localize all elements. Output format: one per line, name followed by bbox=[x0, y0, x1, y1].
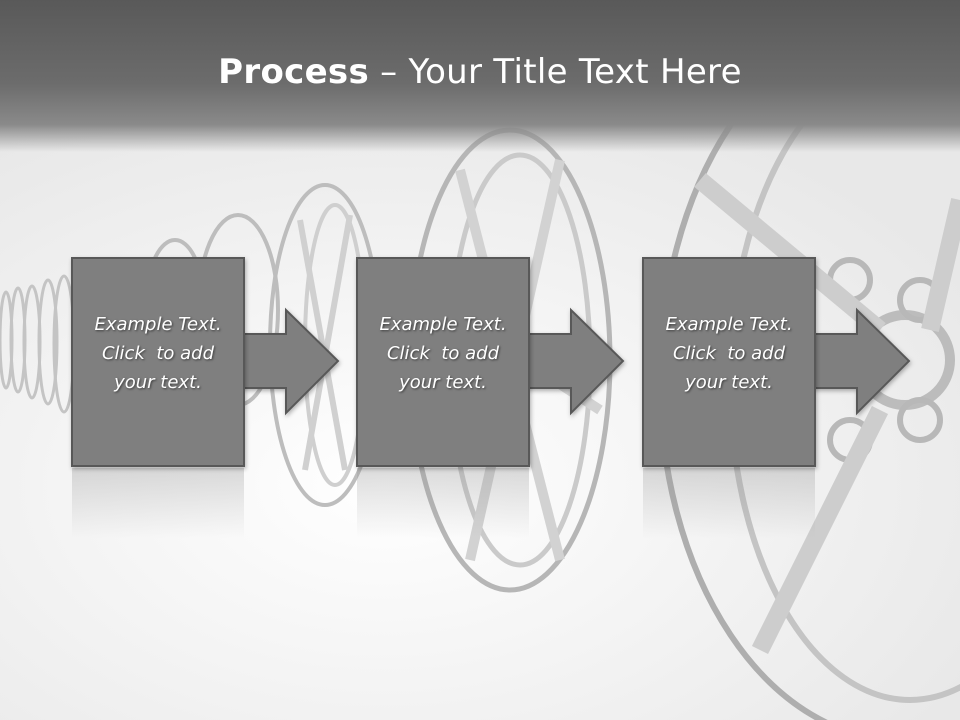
step-1-reflection bbox=[72, 468, 244, 538]
step-1-box[interactable] bbox=[71, 257, 245, 467]
step-2-line-3: your text. bbox=[399, 372, 487, 393]
arrow-1[interactable] bbox=[235, 307, 340, 416]
step-1-line-1: Example Text. bbox=[94, 314, 222, 335]
title-bold: Process bbox=[218, 52, 370, 92]
step-3-line-2: Click to add bbox=[672, 343, 785, 364]
step-1-text[interactable]: Example Text. Click to add your text. bbox=[72, 310, 244, 397]
slide-title[interactable]: Process – Your Title Text Here bbox=[0, 52, 960, 92]
arrow-3[interactable] bbox=[806, 307, 911, 416]
step-2-line-2: Click to add bbox=[386, 343, 499, 364]
step-3-reflection bbox=[643, 468, 815, 538]
step-3-box[interactable] bbox=[642, 257, 816, 467]
step-3-line-3: your text. bbox=[685, 372, 773, 393]
step-2-line-1: Example Text. bbox=[379, 314, 507, 335]
step-2-reflection bbox=[357, 468, 529, 538]
title-rest: – Your Title Text Here bbox=[369, 52, 742, 92]
step-2-box[interactable] bbox=[356, 257, 530, 467]
arrow-2[interactable] bbox=[520, 307, 625, 416]
step-2-text[interactable]: Example Text. Click to add your text. bbox=[357, 310, 529, 397]
step-3-text[interactable]: Example Text. Click to add your text. bbox=[643, 310, 815, 397]
step-3-line-1: Example Text. bbox=[665, 314, 793, 335]
step-1-line-2: Click to add bbox=[101, 343, 214, 364]
title-bar bbox=[0, 0, 960, 152]
step-1-line-3: your text. bbox=[114, 372, 202, 393]
